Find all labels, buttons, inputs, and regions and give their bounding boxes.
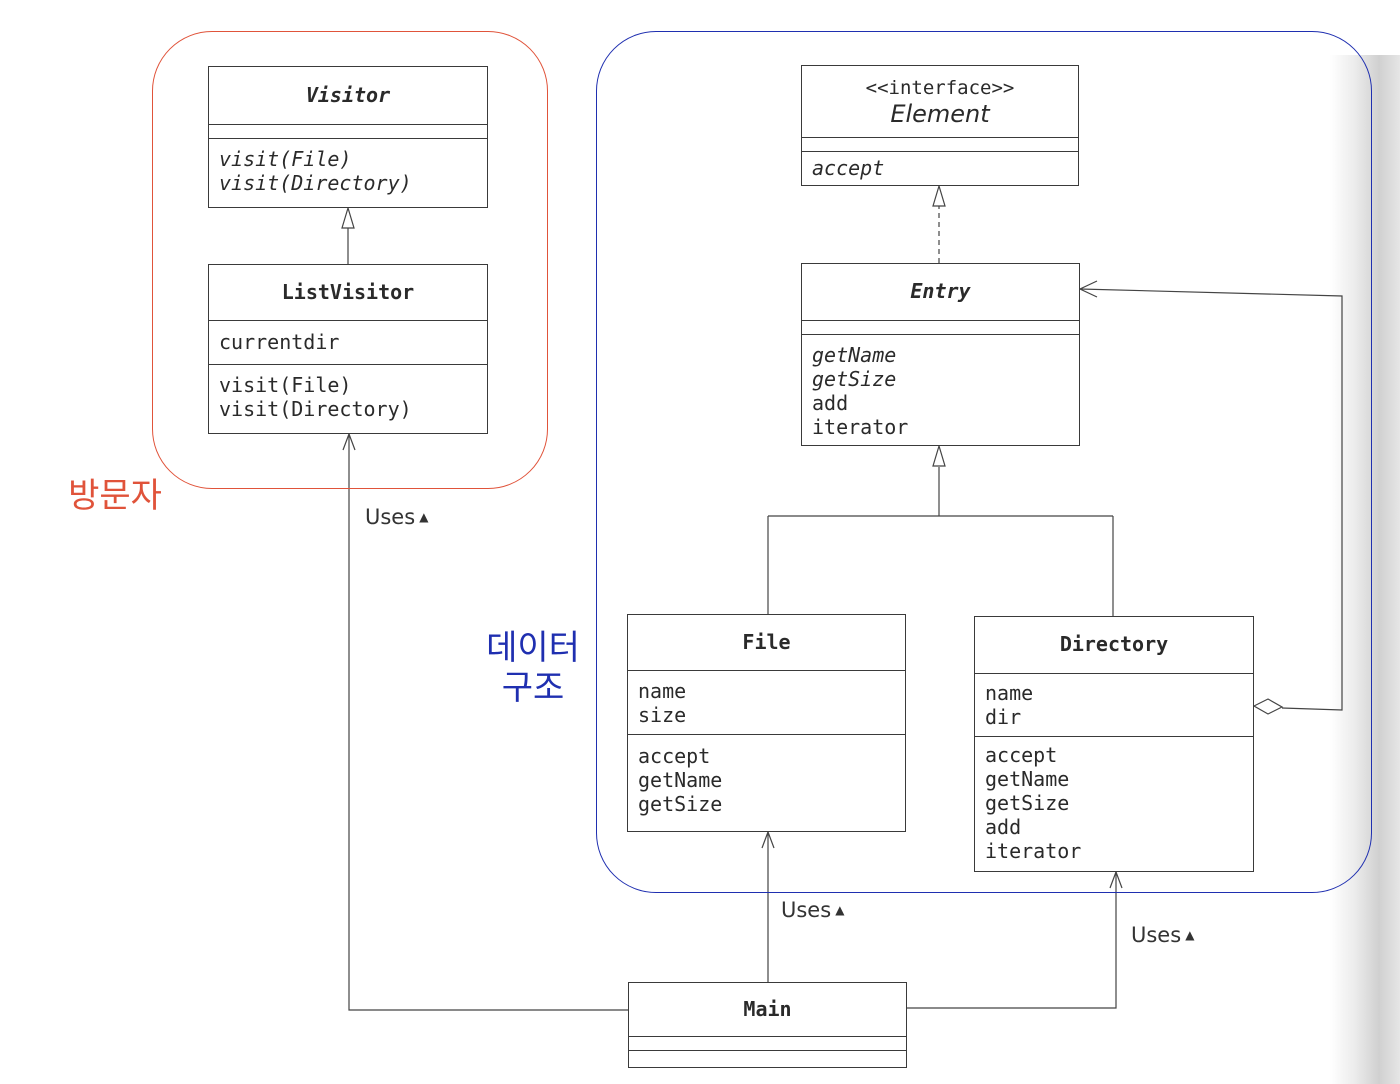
inherit-arrow-visitor bbox=[341, 205, 355, 229]
operation: getSize bbox=[638, 792, 723, 816]
class-name: ListVisitor bbox=[281, 280, 415, 304]
attributes-section: currentdir bbox=[209, 321, 487, 365]
stereotype: <<interface>> bbox=[865, 77, 1015, 99]
class-listvisitor: ListVisitor currentdir visit(File) visit… bbox=[208, 264, 488, 434]
class-name: Main bbox=[743, 997, 792, 1021]
uses-label-file: Uses▲ bbox=[781, 898, 844, 922]
uses-arrow-file bbox=[761, 830, 775, 849]
direction-marker-icon: ▲ bbox=[419, 510, 429, 524]
operation: iterator bbox=[812, 415, 909, 439]
operation: accept bbox=[638, 744, 711, 768]
attributes-section bbox=[802, 321, 1079, 335]
operation: accept bbox=[812, 156, 885, 180]
data-structure-group-boundary bbox=[596, 31, 1372, 893]
attribute: currentdir bbox=[219, 330, 340, 354]
operation: visit(File) bbox=[219, 147, 352, 171]
interface-element: <<interface>> Element accept bbox=[801, 65, 1079, 186]
operation: visit(Directory) bbox=[219, 397, 412, 421]
operations-section: accept getName getSize bbox=[628, 735, 905, 816]
attributes-section bbox=[209, 125, 487, 139]
attributes-section: name dir bbox=[975, 674, 1253, 737]
class-name: Element bbox=[890, 100, 990, 128]
uses-label-directory: Uses▲ bbox=[1131, 923, 1194, 947]
class-file: File name size accept getName getSize bbox=[627, 614, 906, 832]
operation: iterator bbox=[985, 839, 1082, 863]
operation: getSize bbox=[985, 791, 1070, 815]
direction-marker-icon: ▲ bbox=[1185, 928, 1195, 942]
operations-section: getName getSize add iterator bbox=[802, 335, 1079, 439]
class-main: Main bbox=[628, 982, 907, 1068]
attributes-section bbox=[802, 138, 1078, 152]
operation: getName bbox=[985, 767, 1070, 791]
operations-section: visit(File) visit(Directory) bbox=[209, 365, 487, 421]
visitor-group-label: 방문자 bbox=[68, 476, 162, 516]
operation: visit(Directory) bbox=[219, 171, 412, 195]
operation: getName bbox=[812, 343, 897, 367]
operation: add bbox=[985, 815, 1022, 839]
attribute: name bbox=[638, 679, 687, 703]
uses-line-directory bbox=[906, 872, 1117, 1009]
attribute: dir bbox=[985, 705, 1022, 729]
uses-text: Uses bbox=[781, 898, 832, 922]
attributes-section: name size bbox=[628, 671, 905, 735]
class-name: Entry bbox=[910, 279, 971, 303]
aggregation-line bbox=[1079, 288, 1343, 711]
operations-section: accept getName getSize add iterator bbox=[975, 737, 1253, 863]
class-entry: Entry getName getSize add iterator bbox=[801, 263, 1080, 446]
attribute: size bbox=[638, 703, 687, 727]
aggregation-diamond bbox=[1252, 698, 1284, 715]
uses-text: Uses bbox=[1131, 923, 1182, 947]
operations-section bbox=[629, 1051, 906, 1067]
operation: accept bbox=[985, 743, 1058, 767]
aggregation-arrowhead bbox=[1078, 280, 1098, 298]
operation: getSize bbox=[812, 367, 897, 391]
operation: getName bbox=[638, 768, 723, 792]
uses-arrow-visitor bbox=[342, 432, 356, 451]
realize-arrow-element bbox=[932, 183, 946, 207]
class-visitor: Visitor visit(File) visit(Directory) bbox=[208, 66, 488, 208]
uses-label-visitor: Uses▲ bbox=[365, 505, 428, 529]
uses-line-visitor bbox=[348, 434, 628, 1011]
inherit-arrow-entry bbox=[932, 443, 946, 467]
direction-marker-icon: ▲ bbox=[835, 903, 845, 917]
attributes-section bbox=[629, 1037, 906, 1051]
class-name: File bbox=[742, 630, 791, 654]
operation: add bbox=[812, 391, 849, 415]
operations-section: accept bbox=[802, 152, 1078, 180]
attribute: name bbox=[985, 681, 1034, 705]
data-structure-group-label: 데이터 구조 bbox=[486, 628, 580, 708]
class-name: Directory bbox=[1059, 632, 1169, 656]
operation: visit(File) bbox=[219, 373, 352, 397]
uses-arrow-directory bbox=[1109, 870, 1123, 889]
operations-section: visit(File) visit(Directory) bbox=[209, 139, 487, 195]
uses-text: Uses bbox=[365, 505, 416, 529]
visitor-group-boundary bbox=[152, 31, 548, 489]
class-directory: Directory name dir accept getName getSiz… bbox=[974, 616, 1254, 872]
class-name: Visitor bbox=[305, 83, 391, 107]
